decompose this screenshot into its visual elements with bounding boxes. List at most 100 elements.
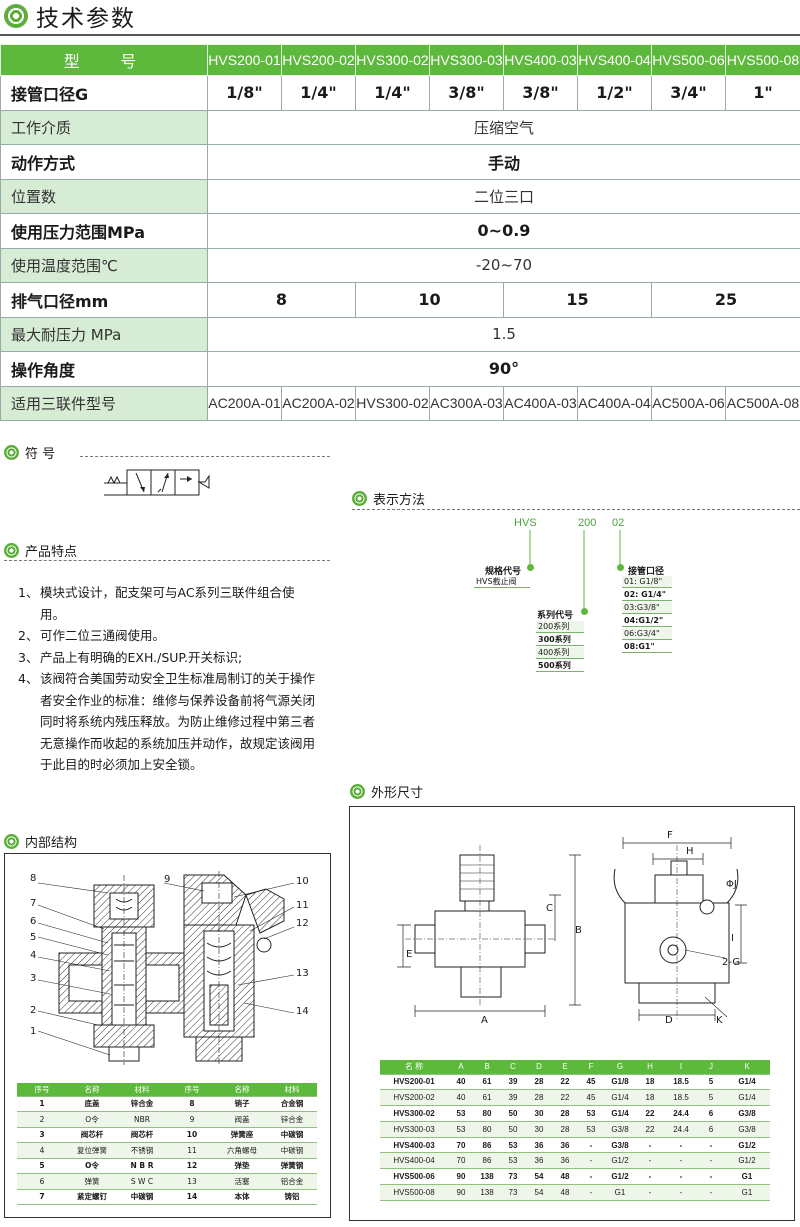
dims-cell: 90 bbox=[448, 1168, 474, 1186]
features-heading-text: 产品特点 bbox=[25, 545, 78, 560]
parts-cell: O令 bbox=[67, 1158, 117, 1174]
dims-cell: G1/4 bbox=[604, 1105, 636, 1122]
dims-cell: 36 bbox=[526, 1137, 552, 1154]
series-code-title: 系列代号 bbox=[537, 611, 574, 621]
structure-box bbox=[4, 853, 331, 1218]
parts-header-cell: 材料 bbox=[267, 1083, 317, 1097]
parts-cell: 12 bbox=[167, 1158, 217, 1174]
value-cell: 手动 bbox=[207, 144, 800, 180]
parts-header-cell: 序号 bbox=[17, 1083, 67, 1097]
model-cell: HVS200-01 bbox=[207, 44, 282, 76]
value-cell: 1/2" bbox=[577, 75, 652, 111]
callout-4: 4 bbox=[30, 950, 37, 961]
parts-cell: 8 bbox=[167, 1096, 217, 1112]
callout-10: 10 bbox=[296, 876, 309, 887]
parts-cell: N B R bbox=[117, 1158, 167, 1174]
dims-cell: 28 bbox=[552, 1121, 578, 1138]
dims-cell: 40 bbox=[448, 1089, 474, 1107]
dims-cell: 53 bbox=[578, 1105, 604, 1122]
port-item: 03:G3/8" bbox=[622, 602, 672, 614]
parts-header-cell: 名称 bbox=[67, 1083, 117, 1097]
dim-label-a: A bbox=[481, 1015, 488, 1026]
code-prefix: HVS bbox=[514, 517, 537, 529]
parts-header-cell: 序号 bbox=[167, 1083, 217, 1097]
value-cell: AC300A-03 bbox=[429, 385, 504, 421]
notation-heading-text: 表示方法 bbox=[373, 493, 426, 508]
parts-cell: 复位弹簧 bbox=[67, 1142, 117, 1159]
dims-cell: 5 bbox=[698, 1089, 724, 1107]
feature-number: 4、 bbox=[18, 671, 39, 686]
symbol-heading-text: 符 号 bbox=[25, 447, 56, 462]
dims-cell: HVS200-01 bbox=[380, 1074, 448, 1091]
row-label: 操作角度 bbox=[0, 351, 208, 387]
row-label: 排气口径mm bbox=[0, 282, 208, 318]
spec-table: 型 号 HVS200-01 HVS200-02 HVS300-02 HVS300… bbox=[0, 44, 800, 421]
dims-cell: - bbox=[698, 1168, 724, 1186]
dims-cell: G3/8 bbox=[604, 1121, 636, 1138]
dims-cell: G1 bbox=[724, 1168, 770, 1186]
row-label: 适用三联件型号 bbox=[0, 385, 208, 421]
dims-cell: - bbox=[578, 1152, 604, 1170]
dims-header-cell: I bbox=[664, 1060, 698, 1075]
feature-text: 产品上有明确的EXH./SUP.开关标识; bbox=[40, 649, 243, 665]
parts-cell: S W C bbox=[117, 1173, 167, 1190]
feature-item: 3、产品上有明确的EXH./SUP.开关标识; bbox=[18, 647, 318, 669]
dims-cell: HVS500-06 bbox=[380, 1168, 448, 1186]
port-item: 02: G1/4" bbox=[622, 589, 672, 601]
dims-cell: - bbox=[636, 1152, 664, 1170]
spec-code-item: HVS截止阀 bbox=[474, 576, 530, 588]
dims-header-cell: G bbox=[604, 1060, 636, 1075]
dims-cell: 50 bbox=[500, 1105, 526, 1122]
value-cell: AC400A-03 bbox=[503, 385, 578, 421]
dims-cell: 36 bbox=[552, 1152, 578, 1170]
dims-cell: 53 bbox=[500, 1152, 526, 1170]
dims-header-cell: H bbox=[636, 1060, 664, 1075]
row-label: 使用温度范围℃ bbox=[0, 247, 208, 283]
dims-cell: 18.5 bbox=[664, 1089, 698, 1107]
port-item: 04:G1/2" bbox=[622, 615, 672, 627]
feature-item: 2、可作二位三通阀使用。 bbox=[18, 625, 318, 647]
dims-cell: 48 bbox=[552, 1168, 578, 1186]
callout-6: 6 bbox=[30, 916, 37, 927]
symbol-rule bbox=[80, 456, 330, 457]
dims-cell: 53 bbox=[578, 1121, 604, 1138]
dims-cell: 53 bbox=[448, 1121, 474, 1138]
parts-cell: 阀盖 bbox=[217, 1111, 267, 1128]
dims-cell: G1 bbox=[604, 1184, 636, 1201]
row-label: 使用压力范围MPa bbox=[0, 213, 208, 249]
dim-label-d: D bbox=[665, 1015, 673, 1026]
spec-header-row: 型 号 HVS200-01 HVS200-02 HVS300-02 HVS300… bbox=[0, 44, 800, 76]
dims-cell: 39 bbox=[500, 1089, 526, 1107]
dim-label-h: H bbox=[686, 846, 694, 857]
spec-row-temperature: 使用温度范围℃ -20~70 bbox=[0, 247, 800, 283]
dim-label-c: C bbox=[546, 903, 553, 914]
callout-9: 9 bbox=[164, 874, 171, 885]
parts-cell: 六角螺母 bbox=[217, 1142, 267, 1159]
value-cell: 1/4" bbox=[281, 75, 356, 111]
parts-cell: 弹簧 bbox=[67, 1173, 117, 1190]
series-item: 400系列 bbox=[536, 647, 584, 659]
feature-text: 可作二位三通阀使用。 bbox=[40, 628, 166, 643]
parts-cell: 9 bbox=[167, 1111, 217, 1128]
port-item: 08:G1" bbox=[622, 641, 672, 653]
dims-cell: G1 bbox=[724, 1184, 770, 1201]
dim-label-phij: ΦJ bbox=[726, 879, 737, 890]
spec-row-exhaust: 排气口径mm 8 10 15 25 bbox=[0, 282, 800, 318]
section-logo-icon bbox=[4, 4, 28, 28]
parts-cell: 阀芯杆 bbox=[117, 1127, 167, 1143]
dimensions-box bbox=[349, 806, 795, 1221]
section-bullet-icon bbox=[4, 834, 19, 849]
model-cell: HVS400-04 bbox=[577, 44, 652, 76]
callout-1: 1 bbox=[30, 1026, 37, 1037]
dims-cell: HVS300-02 bbox=[380, 1105, 448, 1122]
model-cell: HVS200-02 bbox=[281, 44, 356, 76]
spec-row-port: 接管口径G 1/8" 1/4" 1/4" 3/8" 3/8" 1/2" 3/4"… bbox=[0, 75, 800, 111]
page-header: 技术参数 bbox=[4, 2, 136, 32]
parts-cell: 底盖 bbox=[67, 1096, 117, 1112]
value-cell: 90° bbox=[207, 351, 800, 387]
value-cell: 0~0.9 bbox=[207, 213, 800, 249]
